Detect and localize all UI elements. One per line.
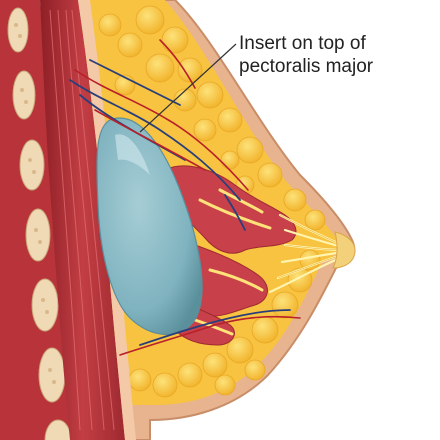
- nipple: [332, 231, 356, 269]
- breast-implant: [96, 117, 203, 336]
- implant-placement-label: Insert on top of pectoralis major: [239, 32, 434, 78]
- implant-highlight: [115, 134, 150, 175]
- gland-ducts: [193, 188, 272, 336]
- callout-line-1: Insert on top of: [239, 33, 366, 54]
- callout-line-2: pectoralis major: [239, 56, 374, 77]
- muscle-fibers: [49, 9, 115, 431]
- arteries: [74, 39, 301, 356]
- ribs: [7, 7, 72, 440]
- callout-leader-line: [139, 43, 237, 133]
- rib-marrow: [14, 23, 56, 384]
